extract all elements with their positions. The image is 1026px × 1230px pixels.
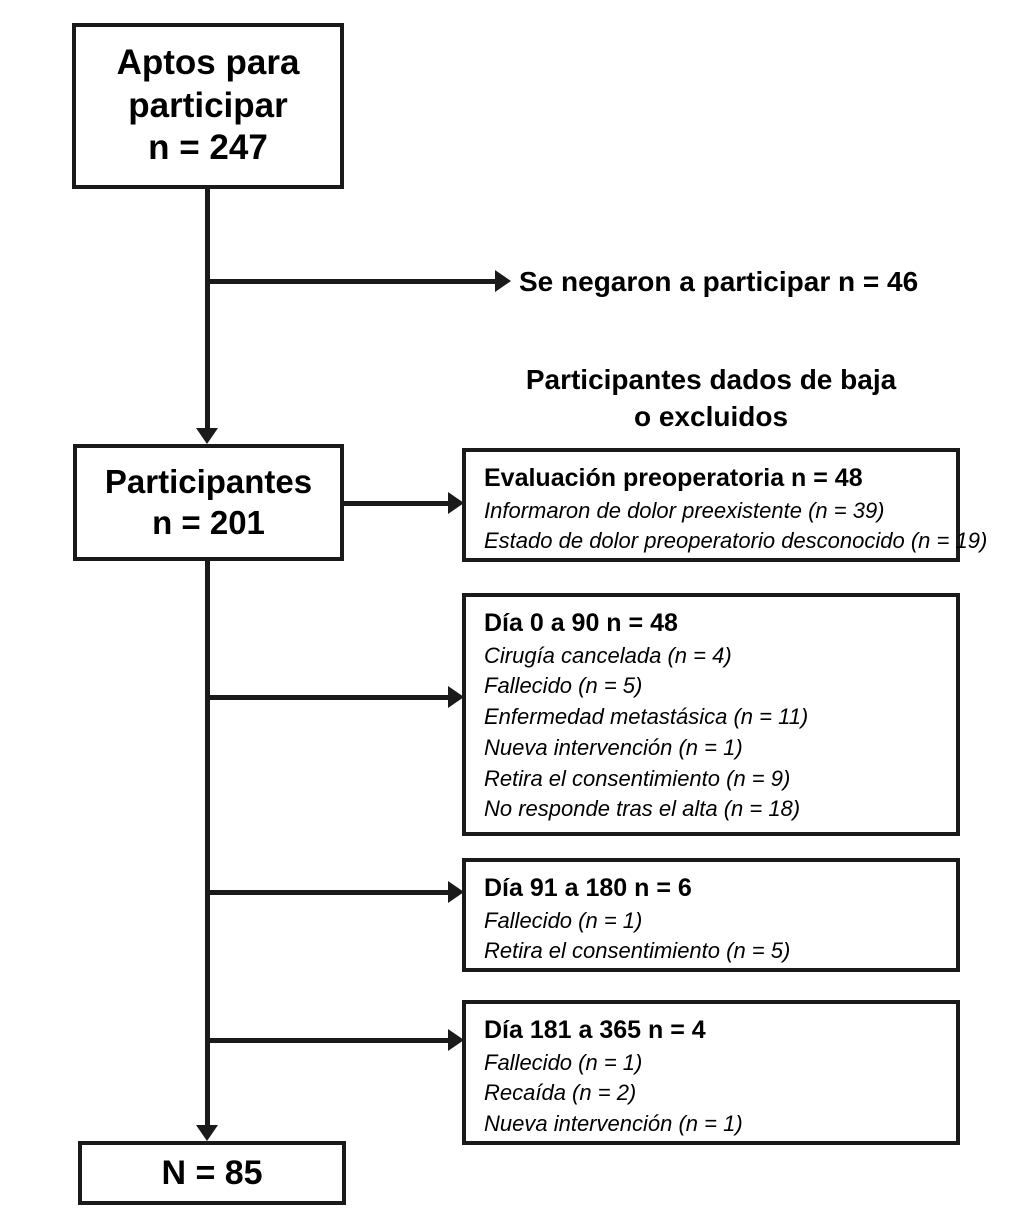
exclusion-title: Día 181 a 365 n = 4 bbox=[484, 1016, 706, 1044]
node-final-count: N = 85 bbox=[161, 1153, 263, 1192]
exclusion-title: Día 91 a 180 n = 6 bbox=[484, 874, 692, 902]
exclusion-item: Nueva intervención (n = 1) bbox=[484, 1111, 743, 1137]
exclusion-item: Enfermedad metastásica (n = 11) bbox=[484, 704, 809, 730]
exclusion-item: Retira el consentimiento (n = 5) bbox=[484, 938, 791, 964]
arrowhead-to-final-icon bbox=[196, 1125, 218, 1141]
node-eligible-count: n = 247 bbox=[148, 128, 268, 168]
exclusion-item: Recaída (n = 2) bbox=[484, 1080, 637, 1106]
exclusion-box-day91-180: Día 91 a 180 n = 6 Fallecido (n = 1) Ret… bbox=[462, 858, 960, 972]
exclusion-item: Fallecido (n = 1) bbox=[484, 907, 643, 933]
exclusion-item: Informaron de dolor preexistente (n = 39… bbox=[484, 497, 885, 523]
label-excluded-header: Participantes dados de baja o excluidos bbox=[462, 362, 960, 436]
label-excluded-header-line2: o excluidos bbox=[633, 400, 789, 432]
branch-connector-day91-180 bbox=[205, 890, 448, 895]
exclusion-item: Estado de dolor preoperatorio desconocid… bbox=[484, 528, 988, 554]
label-refused: Se negaron a participar n = 46 bbox=[519, 266, 919, 297]
spine-connector-top bbox=[205, 189, 210, 428]
label-excluded-header-line1: Participantes dados de baja bbox=[525, 364, 897, 395]
node-participants-line1: Participantes bbox=[104, 463, 313, 501]
branch-connector-day0-90 bbox=[205, 695, 448, 700]
arrowhead-day0-90-icon bbox=[448, 686, 464, 708]
arrowhead-preop-icon bbox=[448, 492, 464, 514]
arrowhead-refused-icon bbox=[495, 270, 511, 292]
exclusion-item: Cirugía cancelada (n = 4) bbox=[484, 642, 732, 668]
node-eligible-line2: participar bbox=[128, 85, 288, 125]
exclusion-item: No responde tras el alta (n = 18) bbox=[484, 796, 801, 822]
exclusion-title: Día 0 a 90 n = 48 bbox=[484, 609, 678, 637]
exclusion-item: Fallecido (n = 1) bbox=[484, 1049, 643, 1075]
exclusion-box-day0-90: Día 0 a 90 n = 48 Cirugía cancelada (n =… bbox=[462, 593, 960, 836]
node-eligible-line1: Aptos para bbox=[116, 42, 300, 82]
branch-connector-refused bbox=[205, 279, 495, 284]
node-participants-count: n = 201 bbox=[152, 503, 265, 541]
exclusion-item: Fallecido (n = 5) bbox=[484, 673, 643, 699]
arrowhead-to-participants-icon bbox=[196, 428, 218, 444]
arrowhead-day181-365-icon bbox=[448, 1029, 464, 1051]
exclusion-box-day181-365: Día 181 a 365 n = 4 Fallecido (n = 1) Re… bbox=[462, 1000, 960, 1145]
exclusion-item: Nueva intervención (n = 1) bbox=[484, 734, 743, 760]
exclusion-title: Evaluación preoperatoria n = 48 bbox=[484, 464, 863, 492]
exclusion-item: Retira el consentimiento (n = 9) bbox=[484, 765, 791, 791]
node-eligible: Aptos para participar n = 247 bbox=[72, 23, 344, 189]
exclusion-box-preop: Evaluación preoperatoria n = 48 Informar… bbox=[462, 448, 987, 562]
branch-connector-preop bbox=[344, 501, 448, 506]
arrowhead-day91-180-icon bbox=[448, 881, 464, 903]
node-final: N = 85 bbox=[78, 1141, 346, 1205]
spine-connector-bottom bbox=[205, 561, 210, 1125]
node-participants: Participantes n = 201 bbox=[73, 444, 344, 561]
branch-connector-day181-365 bbox=[205, 1038, 448, 1043]
